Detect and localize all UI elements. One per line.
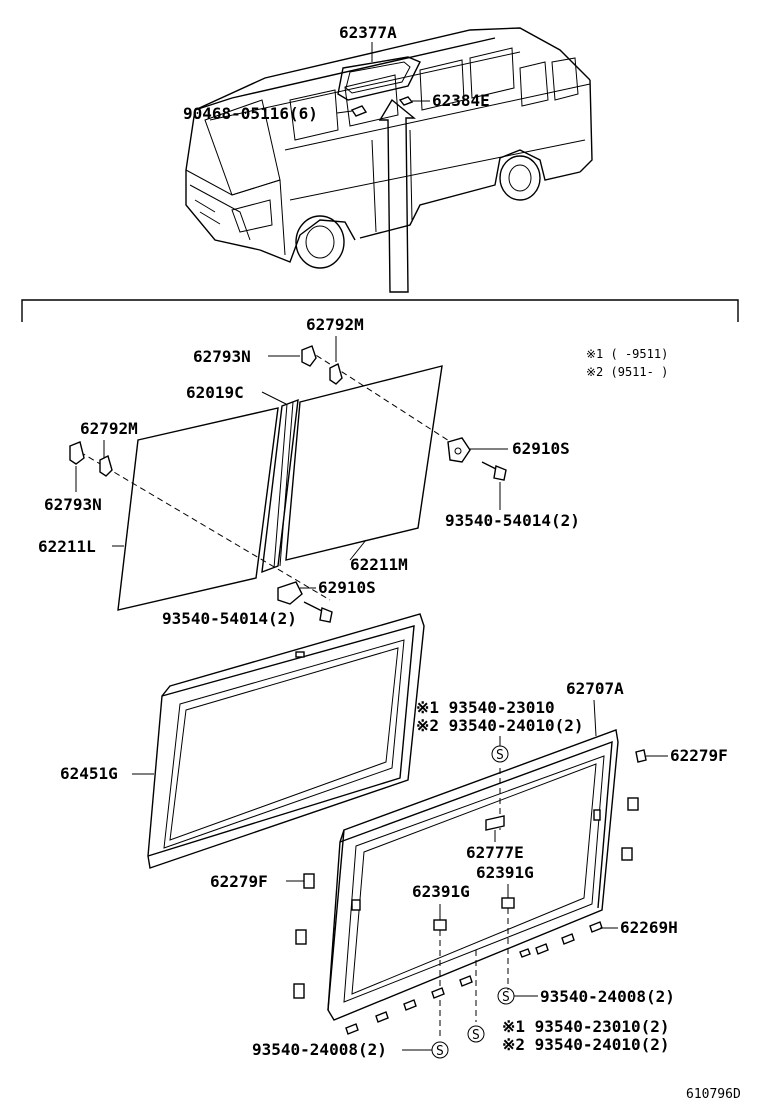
label-62910S-mid: 62910S xyxy=(318,578,376,597)
label-62384E: 62384E xyxy=(432,91,490,110)
catalog-code: 610796D xyxy=(686,1087,741,1102)
label-93540-24008-right: 93540-24008(2) xyxy=(540,987,675,1006)
label-62792M-top: 62792M xyxy=(306,315,364,334)
label-62279F-right: 62279F xyxy=(670,746,728,765)
hardware-parts xyxy=(69,345,507,623)
label-90468-05116: 90468-05116(6) xyxy=(183,104,318,123)
label-93540-24010-top: ※2 93540-24010(2) xyxy=(416,716,584,735)
label-62211M: 62211M xyxy=(350,555,408,574)
label-62391G-right: 62391G xyxy=(476,863,534,882)
label-62777E: 62777E xyxy=(466,843,524,862)
label-93540-24010-bottom: ※2 93540-24010(2) xyxy=(502,1035,670,1054)
weatherstrip-frame xyxy=(147,613,425,869)
label-62792M-left: 62792M xyxy=(80,419,138,438)
label-62211L: 62211L xyxy=(38,537,96,556)
label-62707A: 62707A xyxy=(566,679,624,698)
s-symbol-top: S xyxy=(496,748,504,763)
section-bracket xyxy=(21,299,739,322)
s-symbol-left: S xyxy=(436,1044,444,1059)
label-62269H: 62269H xyxy=(620,918,678,937)
label-93540-54014-right: 93540-54014(2) xyxy=(445,511,580,530)
label-62910S-right: 62910S xyxy=(512,439,570,458)
van-illustration xyxy=(185,27,593,293)
s-symbol-right: S xyxy=(502,990,510,1005)
label-93540-54014-mid: 93540-54014(2) xyxy=(162,609,297,628)
label-62793N-top: 62793N xyxy=(193,347,251,366)
label-62793N-left: 62793N xyxy=(44,495,102,514)
label-62279F-left: 62279F xyxy=(210,872,268,891)
label-93540-23010-bottom: ※1 93540-23010(2) xyxy=(502,1017,670,1036)
window-frame xyxy=(293,729,647,1040)
label-93540-24008-left: 93540-24008(2) xyxy=(252,1040,387,1059)
label-62451G: 62451G xyxy=(60,764,118,783)
label-62377A: 62377A xyxy=(339,23,397,42)
note-1: ※1 ( -9511) xyxy=(586,347,668,361)
s-symbol-bottom: S xyxy=(472,1028,480,1043)
bottom-stops xyxy=(345,921,603,1035)
label-62391G-left: 62391G xyxy=(412,882,470,901)
label-62019C: 62019C xyxy=(186,383,244,402)
note-2: ※2 (9511- ) xyxy=(586,365,668,379)
label-93540-23010-top: ※1 93540-23010 xyxy=(416,698,555,717)
glass-panels xyxy=(79,349,461,611)
